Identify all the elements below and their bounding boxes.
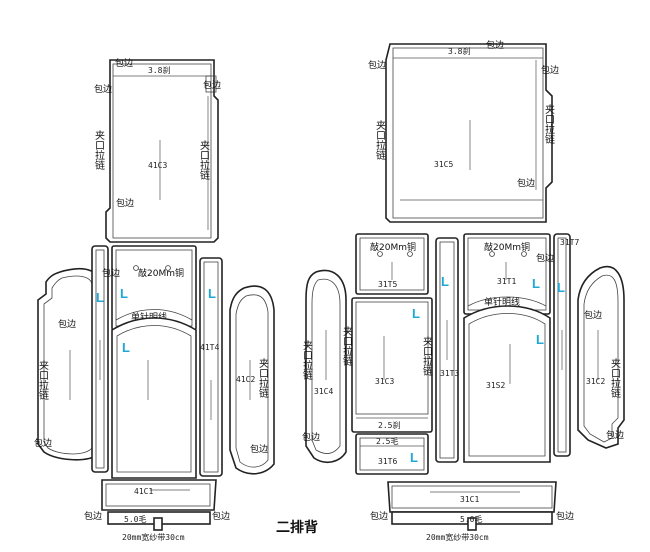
label-binding-j: 包边 xyxy=(212,510,230,522)
piece-31t3: 31T3 xyxy=(435,237,459,463)
piece-left-center-main xyxy=(111,317,197,479)
piece-31c1: 31C1 5.0毛 xyxy=(387,481,557,531)
label-binding-o: 包边 xyxy=(302,431,320,443)
label-binding-b: 包边 xyxy=(94,83,112,95)
grain-mark-a: L xyxy=(96,290,104,305)
label-binding-l: 包边 xyxy=(368,59,386,71)
piece-41c1: 41C1 5.0毛 xyxy=(101,479,217,531)
label-zipper-a: 夹口拉链 xyxy=(93,129,105,170)
grain-mark-g: L xyxy=(441,274,449,289)
label-binding-s: 包边 xyxy=(370,510,388,522)
piece-code-41c3: 41C3 xyxy=(148,161,167,170)
label-binding-g: 包边 xyxy=(102,267,120,279)
label-binding-p: 包边 xyxy=(536,252,554,264)
label-zipper-g: 夹口拉链 xyxy=(301,339,313,380)
label-zipper-f: 夹口拉链 xyxy=(543,103,555,144)
label-binding-e: 包边 xyxy=(58,318,76,330)
label-binding-h: 包边 xyxy=(250,443,268,455)
piece-code-31t1: 31T1 xyxy=(497,277,516,286)
label-binding-f: 包边 xyxy=(34,437,52,449)
label-tape-b: 20mm宽纱带30cm xyxy=(426,532,489,542)
label-binding-k: 包边 xyxy=(486,39,504,51)
label-hole-a: 敲20Mm铜 xyxy=(138,267,184,279)
piece-31c3: 31C3 2.5刹 xyxy=(351,297,433,433)
label-hair-5-0-a: 5.0毛 xyxy=(124,514,146,524)
grain-mark-e: L xyxy=(412,306,420,321)
piece-31t5: 敲20Mm铜 31T5 xyxy=(355,233,429,295)
piece-31t1: 敲20Mm铜 31T1 xyxy=(463,233,551,315)
piece-31s2: 31S2 xyxy=(463,305,551,463)
label-binding-q: 包边 xyxy=(584,309,602,321)
label-zipper-e: 夹口拉链 xyxy=(374,119,386,160)
label-single-needle-b: 单针明线 xyxy=(484,296,520,308)
label-zipper-b: 夹口拉链 xyxy=(198,139,210,180)
piece-41c3: 41C3 3.8刹 xyxy=(105,59,219,243)
piece-code-31c5: 31C5 xyxy=(434,160,453,169)
label-hair-2-5: 2.5毛 xyxy=(376,436,398,446)
piece-code-31t6: 31T6 xyxy=(378,457,397,466)
grain-mark-b: L xyxy=(120,286,128,301)
piece-code-31t7: 31T7 xyxy=(560,238,579,247)
piece-41c2: 41C2 xyxy=(229,285,275,475)
label-zipper-j: 夹口拉链 xyxy=(609,357,621,398)
label-hair-5-0-b: 5.0毛 xyxy=(460,514,482,524)
piece-strip-left-a xyxy=(91,245,109,473)
piece-code-31c4: 31C4 xyxy=(314,387,333,396)
grain-mark-j: L xyxy=(557,280,565,295)
label-binding-a: 包边 xyxy=(115,57,133,69)
label-cut-2-5: 2.5刹 xyxy=(378,421,400,430)
label-zipper-i: 夹口拉链 xyxy=(421,335,433,376)
piece-41t4: 41T4 xyxy=(199,257,223,477)
piece-31c5: 31C5 3.8刹 xyxy=(385,43,553,223)
label-binding-t: 包边 xyxy=(556,510,574,522)
label-binding-r: 包边 xyxy=(606,429,624,441)
grain-mark-f: L xyxy=(410,450,418,465)
label-zipper-d: 夹口拉链 xyxy=(257,357,269,398)
piece-code-31c1: 31C1 xyxy=(460,495,479,504)
grain-mark-i: L xyxy=(536,332,544,347)
piece-code-41t4: 41T4 xyxy=(200,343,219,352)
label-hole-b: 敲20Mm铜 xyxy=(370,241,416,253)
label-cut-3-8-a: 3.8刹 xyxy=(148,66,170,75)
piece-code-31s2: 31S2 xyxy=(486,381,505,390)
piece-31c4: 31C4 xyxy=(305,269,347,464)
piece-code-31t5: 31T5 xyxy=(378,280,397,289)
label-binding-d: 包边 xyxy=(116,197,134,209)
label-binding-m: 包边 xyxy=(541,64,559,76)
label-zipper-c: 夹口拉链 xyxy=(37,359,49,400)
piece-31c2: 31C2 xyxy=(577,265,625,449)
grain-mark-h: L xyxy=(532,276,540,291)
label-binding-c: 包边 xyxy=(203,79,221,91)
piece-code-41c2: 41C2 xyxy=(236,375,255,384)
diagram-title: 二排背 xyxy=(276,519,318,536)
piece-code-31t3: 31T3 xyxy=(440,369,459,378)
piece-code-41c1: 41C1 xyxy=(134,487,153,496)
grain-mark-c: L xyxy=(122,340,130,355)
label-hole-c: 敲20Mm铜 xyxy=(484,241,530,253)
piece-code-31c2: 31C2 xyxy=(586,377,605,386)
piece-31t6: 2.5毛 31T6 xyxy=(355,433,429,475)
label-tape-a: 20mm宽纱带30cm xyxy=(122,532,185,542)
grain-mark-d: L xyxy=(208,286,216,301)
piece-31t7 xyxy=(553,233,571,457)
piece-left-wing-left xyxy=(37,267,99,461)
label-binding-i: 包边 xyxy=(84,510,102,522)
label-zipper-h: 夹口拉链 xyxy=(341,325,353,366)
label-cut-3-8-b: 3.8刹 xyxy=(448,47,470,56)
piece-code-31c3: 31C3 xyxy=(375,377,394,386)
label-binding-n: 包边 xyxy=(517,177,535,189)
